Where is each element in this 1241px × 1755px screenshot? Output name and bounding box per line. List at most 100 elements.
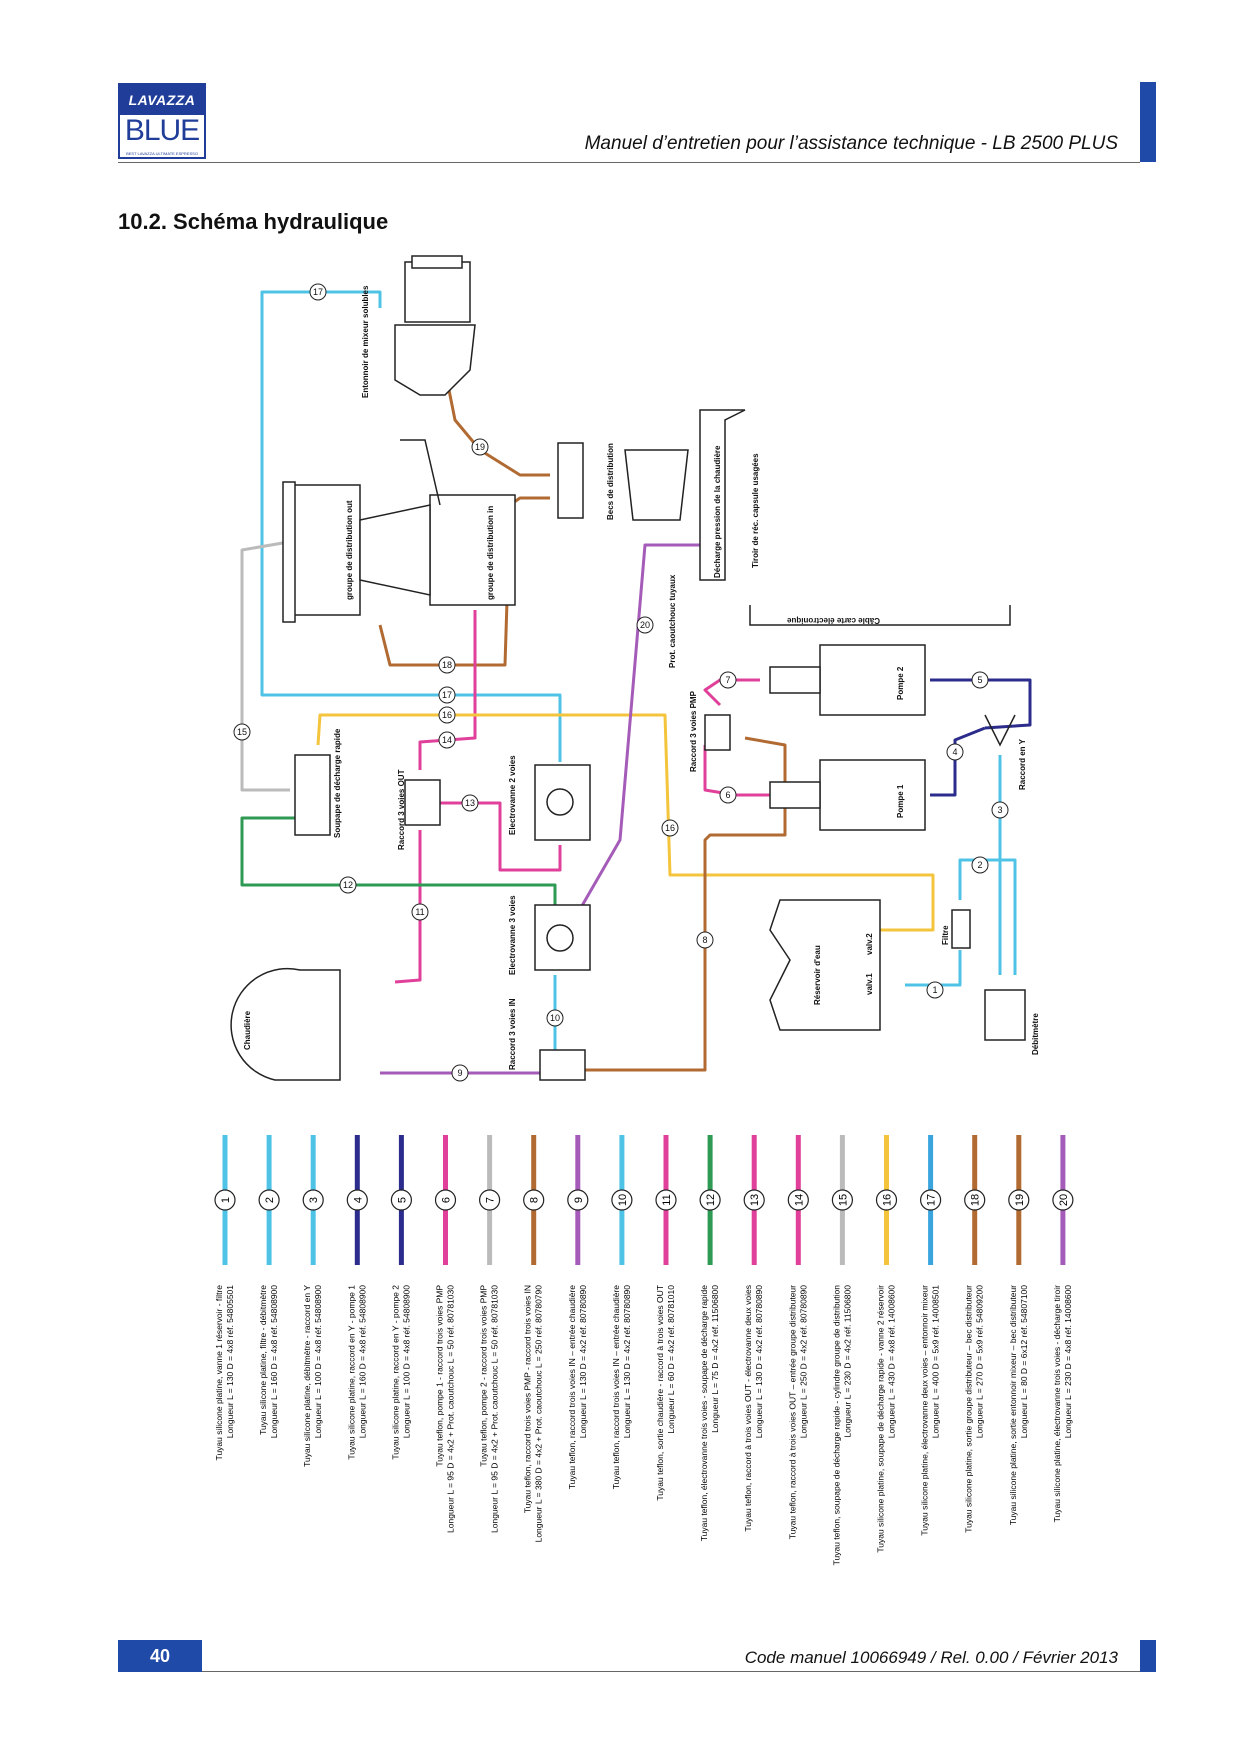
svg-text:17: 17 xyxy=(442,690,452,700)
legend-desc-7: Tuyau teflon, pompe 2 - raccord trois vo… xyxy=(479,1285,489,1467)
group-out-frame xyxy=(282,481,296,623)
legend-number-11: 11 xyxy=(661,1194,673,1205)
label-pompe1: Pompe 1 xyxy=(896,784,905,818)
legend-bubble-4 xyxy=(346,1189,368,1211)
cup-shape xyxy=(624,449,689,521)
svg-text:4: 4 xyxy=(952,747,957,757)
legend-desc-18: Tuyau silicone platine, sortie groupe di… xyxy=(964,1285,974,1533)
legend-desc-9: Tuyau teflon, raccord trois voies IN – e… xyxy=(567,1285,577,1490)
pump1-body xyxy=(819,759,926,831)
entonnoir-shape xyxy=(394,324,476,396)
legend-bubble-16 xyxy=(875,1189,898,1211)
label-debitmetre: Débitmètre xyxy=(1031,1013,1040,1055)
pipe-1 xyxy=(905,950,962,987)
pipe-17 xyxy=(260,290,562,762)
mixer-top xyxy=(411,255,463,269)
legend-number-1: 1 xyxy=(220,1197,232,1203)
legend-number-3: 3 xyxy=(308,1197,320,1203)
legend-desc-1: Tuyau silicone platine, vanne 1 réservoi… xyxy=(214,1285,224,1461)
legend-number-15: 15 xyxy=(837,1194,849,1206)
legend-bubble-10 xyxy=(611,1189,633,1211)
label-pompe2: Pompe 2 xyxy=(896,666,905,700)
label-entonnoir: Entonnoir de mixeur solubles xyxy=(361,285,370,398)
label-reservoir: Réservoir d'eau xyxy=(813,945,822,1005)
pump2-nozzle xyxy=(769,666,821,694)
legend-number-2: 2 xyxy=(264,1197,276,1203)
footer-divider xyxy=(202,1671,1140,1672)
legend-spec-18: Longueur L = 270 D = 5x9 réf. 54809200 xyxy=(975,1285,985,1439)
label-raccord-pmp: Raccord 3 voies PMP xyxy=(689,690,698,772)
pipe-7 xyxy=(703,678,760,707)
legend-bubble-17 xyxy=(919,1189,942,1211)
legend-number-13: 13 xyxy=(749,1194,761,1206)
bubble-8-a xyxy=(696,931,714,949)
legend-spec-17: Longueur L = 400 D = 5x9 réf. 14008501 xyxy=(931,1285,941,1439)
header-divider xyxy=(118,162,1140,163)
label-groupe-in: groupe de distribution in xyxy=(486,506,495,600)
pipe-8 xyxy=(585,736,787,1072)
bubble-10-a xyxy=(546,1009,564,1027)
legend-desc-8: Tuyau teflon, raccord trois voies PMP - … xyxy=(523,1285,533,1513)
legend-number-4: 4 xyxy=(352,1197,364,1203)
legend-desc-5: Tuyau silicone platine, raccord en Y - p… xyxy=(390,1285,400,1460)
legend-spec-10: Longueur L = 130 D = 4x2 réf. 80780890 xyxy=(622,1285,632,1439)
legend-desc-4: Tuyau silicone platine, raccord en Y - p… xyxy=(346,1285,356,1460)
legend-spec-19: Longueur L = 80 D = 6x12 réf. 54807100 xyxy=(1019,1285,1029,1439)
bubble-17-a xyxy=(309,283,327,301)
legend-bubble-14 xyxy=(787,1189,809,1211)
legend-desc-12: Tuyau teflon, électrovanne trois voies -… xyxy=(699,1285,709,1542)
legend-desc-16: Tuyau silicone platine, soupape de décha… xyxy=(876,1285,886,1553)
drawer-shape xyxy=(699,409,746,581)
legend-bubble-20 xyxy=(1052,1189,1074,1211)
svg-text:11: 11 xyxy=(415,907,424,917)
pipe-13 xyxy=(440,801,562,872)
label-prot: Prot. caoutchouc tuyaux xyxy=(668,574,677,668)
svg-text:14: 14 xyxy=(442,735,452,745)
lavazza-blue-logo: LAVAZZA BLUE BEST LAVAZZA ULTIMATE ESPRE… xyxy=(118,83,206,159)
mixer-motor xyxy=(404,261,471,323)
legend-bubble-3 xyxy=(302,1189,324,1211)
reservoir-shape xyxy=(769,899,881,1031)
svg-text:18: 18 xyxy=(442,660,452,670)
legend-bubble-15 xyxy=(831,1189,854,1211)
legend-spec-7: Longueur L = 95 D = 4x2 + Prot. caoutcho… xyxy=(490,1285,500,1533)
legend-bubble-6 xyxy=(434,1189,457,1211)
legend-number-12: 12 xyxy=(705,1194,717,1206)
legend-number-5: 5 xyxy=(396,1197,408,1203)
legend-bubble-18 xyxy=(964,1189,986,1211)
pipe-12 xyxy=(240,816,557,905)
pipe-11 xyxy=(394,830,422,984)
label-filtre: Filtre xyxy=(941,925,950,945)
legend-spec-20: Longueur L = 230 D = 4x8 réf. 14008600 xyxy=(1063,1285,1073,1439)
pipe-2 xyxy=(958,858,1017,975)
svg-text:17: 17 xyxy=(313,287,323,297)
pipe-16 xyxy=(316,713,935,932)
legend-spec-9: Longueur L = 130 D = 4x2 réf. 80780890 xyxy=(578,1285,588,1439)
bubble-3-a xyxy=(991,801,1009,819)
logo-brand: LAVAZZA xyxy=(120,85,204,115)
label-valv2: valv.2 xyxy=(865,933,874,955)
ev2-port xyxy=(546,788,574,816)
legend-desc-19: Tuyau silicone platine, sortie entonnoir… xyxy=(1008,1285,1018,1525)
bubble-13-a xyxy=(461,794,479,812)
bubble-15-a xyxy=(233,723,251,741)
page-number: 40 xyxy=(118,1640,202,1672)
group-lever xyxy=(400,439,441,506)
header-accent-bar xyxy=(1140,82,1156,162)
legend-bubble-2 xyxy=(258,1189,280,1211)
ev3-block xyxy=(534,904,591,971)
legend-desc-11: Tuyau teflon, sortie chaudière - raccord… xyxy=(655,1285,665,1501)
label-cable: Câble carte électronique xyxy=(787,616,880,625)
legend-desc-13: Tuyau teflon, raccord à trois voies OUT … xyxy=(743,1285,753,1532)
label-groupe-out: groupe de distribution out xyxy=(345,500,354,600)
